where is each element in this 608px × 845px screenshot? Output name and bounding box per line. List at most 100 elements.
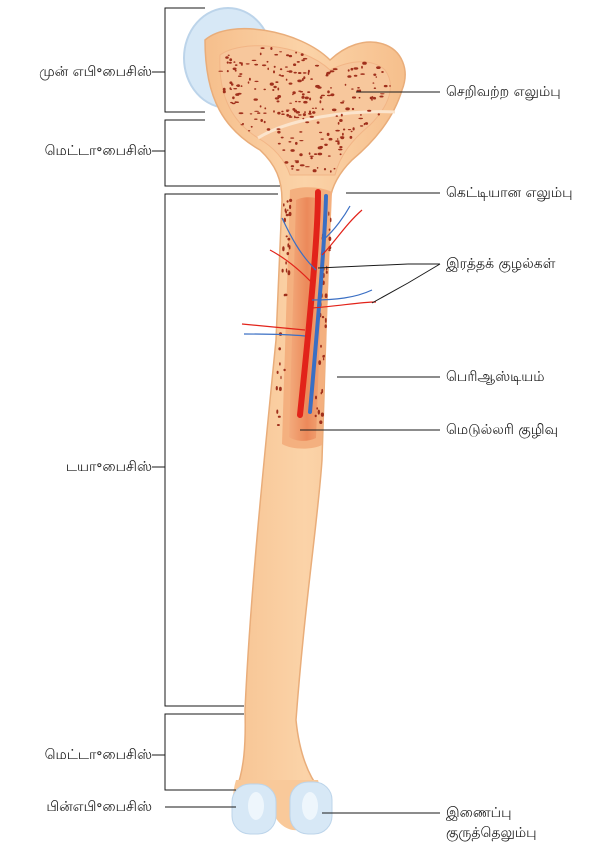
spongy-dot xyxy=(264,121,266,124)
spongy-dot xyxy=(352,108,354,110)
spongy-dot xyxy=(297,61,300,63)
spongy-dot xyxy=(300,164,305,166)
spongy-dot xyxy=(330,93,334,96)
spongy-dot xyxy=(330,87,332,88)
pore-dot xyxy=(328,212,329,216)
spongy-dot xyxy=(235,70,237,72)
spongy-dot xyxy=(260,119,263,122)
spongy-dot xyxy=(312,108,314,109)
spongy-dot xyxy=(227,70,229,72)
spongy-dot xyxy=(326,75,329,77)
pore-dot xyxy=(326,266,327,271)
spongy-dot xyxy=(286,111,289,112)
spongy-dot xyxy=(359,97,361,99)
spongy-dot xyxy=(235,64,238,66)
pore-dot xyxy=(278,416,281,418)
spongy-dot xyxy=(232,96,235,99)
spongy-dot xyxy=(378,113,380,115)
spongy-dot xyxy=(288,141,291,143)
spongy-dot xyxy=(270,83,274,86)
spongy-dot xyxy=(239,112,244,114)
spongy-dot xyxy=(281,113,285,115)
pore-dot xyxy=(287,243,289,247)
label-compact-bone: கெட்டியான எலும்பு xyxy=(446,184,573,202)
spongy-dot xyxy=(277,112,280,115)
spongy-dot xyxy=(303,113,306,116)
spongy-dot xyxy=(257,112,260,114)
pore-dot xyxy=(279,387,282,391)
spongy-dot xyxy=(260,105,262,107)
spongy-dot xyxy=(338,149,342,151)
spongy-dot xyxy=(249,78,251,81)
pore-dot xyxy=(316,407,318,409)
label-articular-cartilage-1: இணைப்பு xyxy=(446,804,512,822)
spongy-dot xyxy=(340,102,344,104)
spongy-dot xyxy=(230,102,233,103)
spongy-dot xyxy=(282,149,285,151)
pore-dot xyxy=(315,396,317,400)
spongy-dot xyxy=(304,111,306,113)
spongy-dot xyxy=(309,98,311,101)
spongy-dot xyxy=(277,88,279,91)
spongy-dot xyxy=(295,101,297,103)
spongy-dot xyxy=(260,53,262,56)
spongy-dot xyxy=(354,67,359,69)
spongy-dot xyxy=(302,78,304,81)
label-metaphysis-bottom: மெட்டா॰பைசிஸ் xyxy=(8,746,152,764)
spongy-dot xyxy=(384,85,388,87)
pore-dot xyxy=(288,270,291,275)
spongy-dot xyxy=(319,132,322,133)
spongy-dot xyxy=(334,168,336,170)
spongy-dot xyxy=(327,72,331,74)
spongy-dot xyxy=(348,129,351,130)
spongy-dot xyxy=(351,68,354,71)
spongy-dot xyxy=(360,73,365,75)
spongy-dot xyxy=(267,128,271,131)
cartilage-highlight-left xyxy=(248,792,264,820)
spongy-dot xyxy=(286,79,288,81)
pore-dot xyxy=(289,205,291,209)
spongy-dot xyxy=(320,96,323,99)
spongy-dot xyxy=(301,59,305,61)
spongy-dot xyxy=(327,133,330,136)
spongy-dot xyxy=(246,63,250,64)
spongy-dot xyxy=(302,93,305,95)
spongy-dot xyxy=(376,66,381,69)
spongy-dot xyxy=(254,64,258,66)
spongy-dot xyxy=(318,153,323,156)
spongy-dot xyxy=(254,88,256,90)
spongy-dot xyxy=(309,111,311,114)
spongy-dot xyxy=(237,93,241,95)
spongy-dot xyxy=(218,71,223,72)
label-medullary-cavity: மெடுல்லரி குழிவு xyxy=(446,421,558,439)
spongy-dot xyxy=(267,61,269,63)
label-periosteum: பெரிஆஸ்டியம் xyxy=(446,368,545,386)
spongy-dot xyxy=(286,110,290,111)
spongy-dot xyxy=(239,62,241,64)
spongy-dot xyxy=(254,81,258,82)
spongy-dot xyxy=(254,111,259,112)
spongy-dot xyxy=(351,88,354,89)
spongy-dot xyxy=(358,118,363,119)
spongy-dot xyxy=(361,66,363,69)
pore-dot xyxy=(328,249,330,251)
spongy-dot xyxy=(290,149,294,152)
spongy-dot xyxy=(336,115,338,117)
spongy-dot xyxy=(238,76,242,77)
spongy-dot xyxy=(367,110,371,112)
spongy-dot xyxy=(373,74,376,76)
spongy-dot xyxy=(337,138,339,140)
pore-dot xyxy=(321,413,324,417)
spongy-dot xyxy=(229,58,232,61)
spongy-dot xyxy=(376,76,378,78)
spongy-dot xyxy=(273,110,275,112)
spongy-dot xyxy=(295,52,297,54)
spongy-dot xyxy=(298,72,302,74)
spongy-dot xyxy=(317,65,319,67)
spongy-region xyxy=(220,46,391,175)
spongy-dot xyxy=(267,68,269,71)
spongy-dot xyxy=(379,96,383,98)
spongy-dot xyxy=(292,94,294,96)
pore-dot xyxy=(329,237,332,241)
spongy-dot xyxy=(233,88,237,89)
